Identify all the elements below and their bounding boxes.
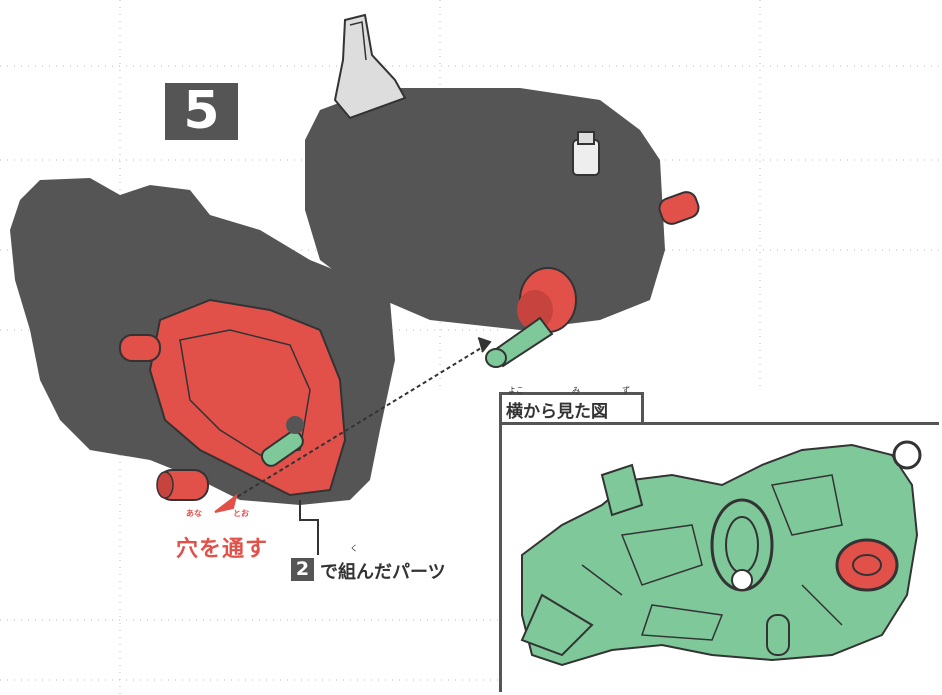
step-number-badge: 5 [165, 83, 238, 140]
side-view-drawing [520, 440, 922, 667]
side-view-title: 横から見た図 [506, 402, 608, 422]
ruby-ku: く [350, 544, 358, 553]
ruby-yoko: よこ [508, 386, 524, 395]
side-view-panel [499, 422, 939, 692]
insert-arrow [214, 337, 492, 513]
battery-box-part [305, 13, 700, 368]
ruby-too: とお [233, 509, 249, 518]
ruby-ana: あな [186, 509, 202, 518]
ruby-zu: ず [622, 386, 630, 395]
assembled-parts-label: で組んだパーツ [320, 562, 446, 583]
side-view-tab [499, 392, 644, 425]
ruby-mi: み [572, 386, 580, 395]
parts-leader-line [299, 500, 319, 555]
step-ref-badge: 2 [291, 558, 314, 581]
insert-through-hole-label: 穴を通す [176, 537, 269, 562]
gearbox-assembly [10, 178, 395, 505]
